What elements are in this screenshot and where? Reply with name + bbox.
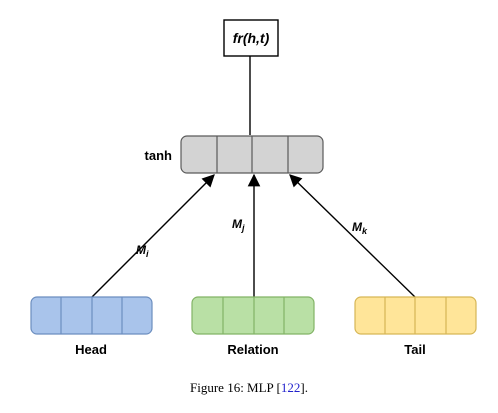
relation-label: Relation xyxy=(227,342,278,357)
caption-reference-link[interactable]: 122 xyxy=(280,380,301,395)
tail-input-vector xyxy=(354,296,477,335)
tail-label: Tail xyxy=(404,342,425,357)
relation-input-vector xyxy=(191,296,315,335)
relation-vector-box xyxy=(191,296,315,335)
head-to-hidden-arrow xyxy=(91,174,215,298)
output-node xyxy=(223,19,279,57)
head-label: Head xyxy=(75,342,107,357)
figure-caption: Figure 16: MLP [122]. xyxy=(0,380,498,396)
caption-text: Figure 16: MLP [ xyxy=(190,380,281,395)
tail-to-hidden-arrow xyxy=(289,174,416,298)
weight-label-head: Mi xyxy=(136,243,149,259)
weight-label-tail: Mk xyxy=(352,220,368,236)
hidden-layer-vector xyxy=(180,135,324,174)
hidden-layer-label: tanh xyxy=(145,148,173,163)
head-input-vector xyxy=(30,296,153,335)
caption-end: ]. xyxy=(300,380,308,395)
weight-label-relation: Mj xyxy=(232,217,245,233)
output-label: fr(h,t) xyxy=(233,30,270,46)
